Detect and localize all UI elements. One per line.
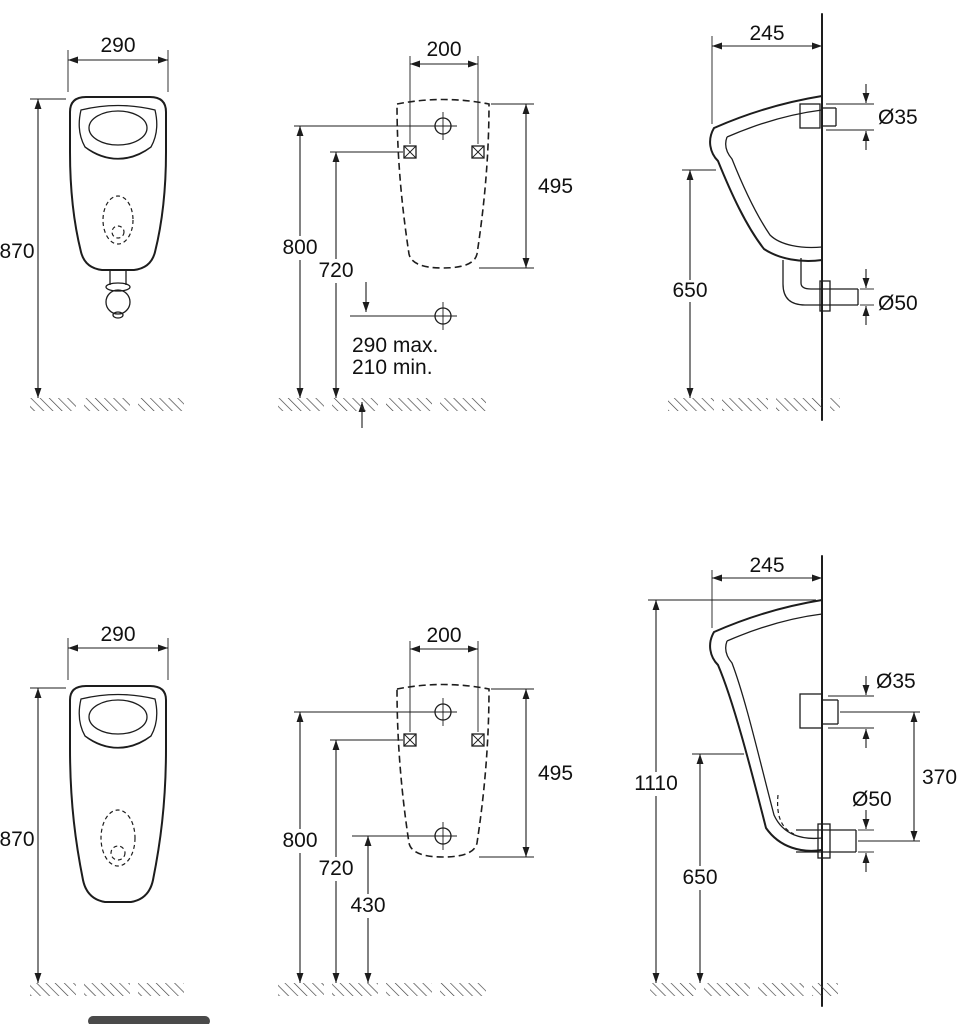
- hidden-trap-dashed: [776, 794, 795, 835]
- depth-dimension-245: 245: [711, 554, 822, 628]
- outlet-diameter-dimension: Ø50: [860, 269, 918, 325]
- dim-label-inlet-height: 800: [282, 236, 317, 259]
- bottom-mounting-view: 200 495 800 720 430: [276, 624, 573, 996]
- label-mask: [666, 280, 714, 302]
- dim-label-depth: 245: [749, 22, 784, 45]
- top-front-view: 290 870: [0, 34, 184, 411]
- floor-hatch: [278, 983, 486, 996]
- label-mask: [346, 894, 390, 918]
- fixing-spacing-dimension-200: 200: [409, 624, 479, 732]
- inlet-to-outlet-dimension-370: 370: [840, 711, 957, 842]
- dim-label-outlet-min: 210 min.: [352, 356, 433, 379]
- overall-height-dimension-1110: 1110: [628, 599, 816, 983]
- floor-hatch: [668, 398, 840, 411]
- water-inlet-mark: [428, 697, 458, 727]
- bottom-front-view: 290 870: [0, 623, 184, 996]
- water-inlet-mark: [428, 111, 458, 141]
- floor-hatch: [278, 398, 486, 411]
- dim-label-height: 870: [0, 240, 35, 263]
- inlet-height-dimension-800: 800: [276, 711, 433, 983]
- dim-label-body-height: 495: [538, 175, 573, 198]
- dim-label-fixing-height: 720: [318, 857, 353, 880]
- inlet-diameter-dimension: Ø35: [826, 84, 918, 150]
- bowl-lip: [84, 146, 152, 160]
- exposed-trap: [105, 271, 131, 319]
- inlet-height-dimension-800: 800: [276, 125, 433, 398]
- dim-label-inlet-dia: Ø35: [876, 670, 916, 693]
- floor-hatch: [30, 983, 184, 996]
- label-mask: [276, 829, 324, 853]
- height-dimension-870: 870: [0, 98, 66, 398]
- floor-hatch: [30, 398, 184, 411]
- hidden-trap-dashed: [102, 195, 134, 245]
- body-silhouette-dashed: [396, 683, 490, 858]
- fixing-height-dimension-720: 720: [312, 739, 403, 983]
- dim-label-overall-height: 1110: [634, 772, 678, 795]
- outlet-mark: [428, 301, 458, 331]
- dim-label-inlet-height: 800: [282, 829, 317, 852]
- dim-label-inlet-dia: Ø35: [878, 106, 918, 129]
- inlet-diameter-dimension: Ø35: [828, 670, 916, 748]
- width-dimension-290: 290: [67, 623, 169, 680]
- height-dimension-870: 870: [0, 687, 66, 983]
- dim-label-depth: 245: [749, 554, 784, 577]
- fixing-point-right: [471, 733, 485, 747]
- dim-label-rim-height: 650: [672, 279, 707, 302]
- urinal-body-outline: [69, 96, 167, 271]
- inlet-fitting: [799, 103, 821, 129]
- outlet-height-dimension-430: 430: [346, 835, 432, 983]
- dim-label-outlet-dia: Ø50: [878, 292, 918, 315]
- dim-label-spacing: 200: [426, 38, 461, 61]
- outlet-mark: [428, 821, 458, 851]
- top-side-view: 245 Ø35: [666, 13, 918, 421]
- inlet-fitting: [799, 693, 823, 729]
- dim-label-fixing-height: 720: [318, 259, 353, 282]
- outlet-height-dimension: 290 max. 210 min.: [350, 282, 438, 428]
- cropped-watermark: [88, 1016, 210, 1024]
- inlet-pipe: [822, 107, 837, 127]
- dim-label-rim-height: 650: [682, 866, 717, 889]
- exposed-trap-side: [782, 258, 859, 312]
- dim-label-width: 290: [100, 623, 135, 646]
- bowl-lip: [84, 735, 152, 749]
- urinal-body-outline: [69, 685, 167, 903]
- hidden-trap-dashed: [100, 809, 136, 867]
- width-dimension-290: 290: [67, 34, 169, 92]
- bottom-side-view: 245 Ø35: [628, 554, 957, 1007]
- bowl-opening: [88, 110, 148, 146]
- label-mask: [676, 866, 724, 890]
- bowl-opening: [88, 699, 148, 735]
- inlet-pipe: [822, 699, 839, 725]
- dim-label-inlet-outlet: 370: [922, 766, 957, 789]
- fixing-spacing-dimension-200: 200: [409, 38, 479, 144]
- rim-height-dimension-650: 650: [666, 169, 716, 398]
- label-mask: [312, 857, 360, 881]
- outlet-diameter-dimension: Ø50: [852, 788, 892, 872]
- body-height-dimension-495: 495: [479, 688, 573, 858]
- fixing-point-right: [471, 145, 485, 159]
- outlet-pipe: [796, 823, 857, 859]
- label-mask: [628, 772, 684, 796]
- dim-label-outlet-dia: Ø50: [852, 788, 892, 811]
- urinal-side-profile: [709, 599, 823, 852]
- dim-label-height: 870: [0, 828, 35, 851]
- label-mask: [312, 259, 360, 283]
- body-silhouette-dashed: [396, 98, 490, 269]
- urinal-side-profile: [709, 95, 823, 262]
- top-mounting-view: 200 495 800 720 290 max. 210: [276, 38, 573, 428]
- floor-hatch: [650, 983, 838, 996]
- label-mask: [276, 236, 324, 260]
- rim-height-dimension-650: 650: [676, 753, 744, 983]
- fixing-height-dimension-720: 720: [312, 151, 403, 398]
- fixing-point-left: [403, 733, 417, 747]
- dim-label-body-height: 495: [538, 762, 573, 785]
- fixing-point-left: [403, 145, 417, 159]
- dim-label-spacing: 200: [426, 624, 461, 647]
- dim-label-outlet-height: 430: [350, 894, 385, 917]
- depth-dimension-245: 245: [711, 22, 822, 124]
- dim-label-outlet-max: 290 max.: [352, 334, 438, 357]
- body-height-dimension-495: 495: [479, 103, 573, 269]
- dim-label-width: 290: [100, 34, 135, 57]
